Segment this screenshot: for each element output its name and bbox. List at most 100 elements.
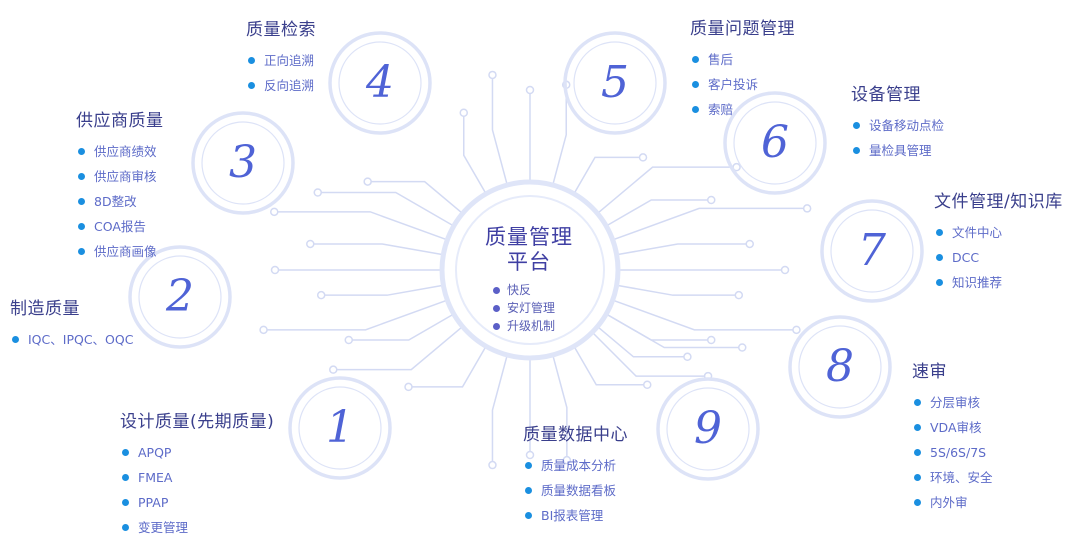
module-item: 质量成本分析 — [523, 453, 628, 478]
circuit-node — [643, 380, 652, 389]
module-item: 变更管理 — [120, 515, 274, 540]
module-item: 索赔 — [690, 97, 795, 122]
module-design-quality: 设计质量(先期质量) APQP FMEA PPAP 变更管理 — [120, 407, 274, 540]
module-item: PPAP — [120, 490, 274, 515]
circuit-node — [638, 153, 648, 162]
circuit-trace — [348, 314, 453, 341]
circuit-node — [363, 177, 372, 186]
module-number-6: 6 — [761, 117, 789, 168]
circuit-trace — [598, 327, 688, 358]
module-item: 8D整改 — [76, 189, 164, 214]
module-equipment: 设备管理 设备移动点检 量检具管理 — [851, 80, 944, 163]
module-item: 质量数据看板 — [523, 478, 628, 503]
circuit-trace — [310, 243, 442, 256]
circuit-node — [306, 239, 315, 249]
circuit-node — [270, 265, 280, 275]
circuit-lines — [259, 70, 812, 470]
module-quality-issue: 质量问题管理 售后 客户投诉 索赔 — [690, 14, 795, 122]
circuit-trace — [607, 314, 712, 341]
hub-inner-ring — [455, 195, 605, 345]
circuit-node — [313, 188, 323, 197]
circuit-trace — [618, 243, 750, 256]
circuit-node — [706, 335, 716, 345]
module-data-center: 质量数据中心 质量成本分析 质量数据看板 BI报表管理 — [523, 420, 628, 528]
circuit-trace — [574, 347, 648, 386]
module-list: 质量成本分析 质量数据看板 BI报表管理 — [523, 453, 628, 528]
module-title: 供应商质量 — [76, 111, 164, 131]
circuit-node — [734, 290, 744, 300]
module-item: 知识推荐 — [934, 270, 1063, 295]
circuit-trace — [263, 300, 446, 331]
circuit-trace — [333, 327, 462, 371]
module-item: FMEA — [120, 465, 274, 490]
module-title: 设备管理 — [851, 85, 921, 105]
module-item: BI报表管理 — [523, 503, 628, 528]
circuit-node — [459, 108, 468, 118]
circuit-trace — [607, 199, 712, 226]
module-item: 分层审核 — [912, 390, 993, 415]
circuit-node — [683, 352, 692, 362]
circuit-trace — [463, 112, 486, 193]
module-item: 客户投诉 — [690, 72, 795, 97]
circuit-trace — [614, 207, 808, 240]
module-title: 文件管理/知识库 — [934, 192, 1063, 212]
center-title-line1: 质量管理 — [485, 225, 573, 249]
number-ring-2 — [128, 245, 232, 349]
module-item: 供应商画像 — [76, 239, 164, 264]
module-item: 环境、安全 — [912, 465, 993, 490]
module-list: 售后 客户投诉 索赔 — [690, 47, 795, 122]
module-title: 设计质量(先期质量) — [120, 412, 275, 432]
circuit-node — [525, 85, 535, 95]
module-item: VDA审核 — [912, 415, 993, 440]
center-item-escalation: 升级机制 — [492, 317, 555, 335]
module-item: 5S/6S/7S — [912, 440, 993, 465]
circuit-node — [525, 450, 535, 460]
module-item: 正向追溯 — [246, 48, 316, 73]
number-ring-4 — [328, 31, 432, 135]
number-ring-7 — [820, 199, 924, 303]
circuit-node — [329, 365, 338, 374]
module-item: 文件中心 — [934, 220, 1063, 245]
circuit-trace — [618, 284, 739, 296]
number-ring-3 — [191, 111, 295, 215]
circuit-node — [488, 70, 497, 80]
circuit-trace — [574, 156, 643, 193]
module-quality-trace: 质量检索 正向追溯 反向追溯 — [246, 15, 316, 98]
module-number-4: 4 — [366, 57, 394, 108]
number-ring-1 — [288, 376, 392, 480]
module-number-1: 1 — [326, 402, 354, 453]
circuit-trace — [598, 166, 737, 213]
center-list: 快反 安灯管理 升级机制 — [492, 281, 555, 335]
center-title-line2: 平台 — [507, 250, 551, 274]
circuit-node — [792, 325, 801, 335]
circuit-trace — [614, 300, 797, 331]
module-title: 质量数据中心 — [523, 425, 628, 445]
module-title: 速审 — [912, 362, 947, 382]
circuit-node — [316, 290, 326, 300]
module-item: DCC — [934, 245, 1063, 270]
circuit-node — [344, 335, 354, 345]
module-item: 售后 — [690, 47, 795, 72]
circuit-trace — [593, 333, 709, 377]
circuit-node — [259, 325, 268, 335]
circuit-node — [562, 455, 572, 465]
circuit-trace — [321, 284, 442, 296]
circuit-trace — [552, 84, 567, 184]
module-number-3: 3 — [229, 137, 257, 188]
circuit-trace — [408, 347, 486, 388]
number-ring-5 — [563, 31, 667, 135]
circuit-node — [780, 265, 790, 275]
module-item: 内外审 — [912, 490, 993, 515]
module-number-2: 2 — [166, 271, 194, 322]
center-title: 质量管理 平台 — [463, 225, 595, 275]
module-list: IQC、IPQC、OQC — [10, 327, 133, 352]
module-title: 制造质量 — [10, 299, 80, 319]
module-item: 反向追溯 — [246, 73, 316, 98]
circuit-node — [737, 343, 747, 352]
circuit-trace — [552, 356, 568, 461]
circuit-node — [745, 239, 754, 249]
circuit-trace — [491, 74, 508, 184]
module-number-8: 8 — [826, 341, 854, 392]
circuit-node — [488, 460, 497, 470]
